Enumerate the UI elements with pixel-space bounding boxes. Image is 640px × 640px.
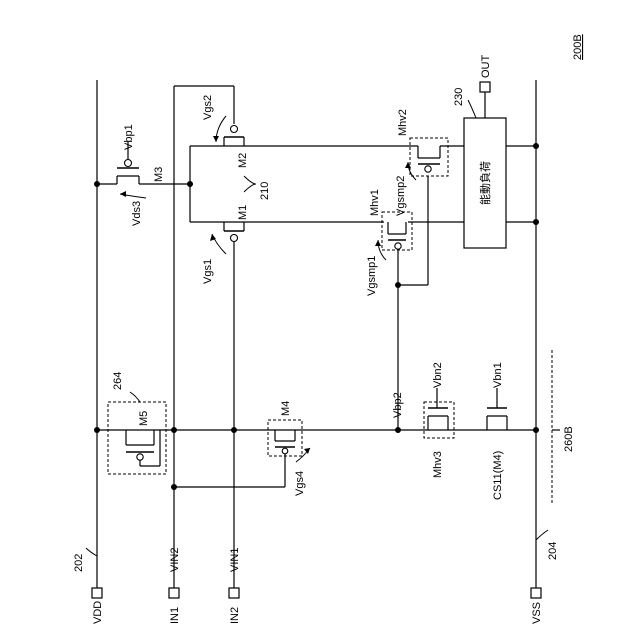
- m5-label: M5: [138, 411, 150, 426]
- ref-202: 202: [73, 554, 85, 572]
- in2-terminal-label: IN2: [229, 607, 241, 624]
- ref-230-leader: [468, 100, 476, 118]
- mhv1-gate-bubble: [395, 243, 401, 249]
- vss-terminal: [531, 588, 541, 598]
- ref-210: 210: [259, 182, 271, 200]
- m3-label: M3: [153, 167, 165, 182]
- vss-terminal-label: VSS: [531, 602, 543, 624]
- m5-dashed-box: [108, 402, 166, 474]
- vgsmp1-arrowhead: [375, 240, 381, 246]
- junction-dot: [171, 427, 177, 433]
- junction-dot: [533, 219, 539, 225]
- transistor-mhv3: [424, 402, 454, 438]
- mhv1-label: Mhv1: [369, 189, 381, 216]
- in1-terminal: [169, 588, 179, 598]
- ref-202-leader: [86, 548, 97, 556]
- transistor-m2: [224, 126, 244, 147]
- m2-gate-bubble: [231, 126, 238, 133]
- junction-dot: [231, 427, 237, 433]
- mhv2-label: Mhv2: [397, 109, 409, 136]
- out-terminal: [480, 82, 490, 92]
- vin1-label: VIN1: [229, 548, 241, 572]
- junction-dot: [171, 484, 177, 490]
- vds3-label: Vds3: [131, 201, 143, 226]
- junction-dot: [395, 427, 401, 433]
- figure-id: 200B: [572, 34, 584, 60]
- voltage-annotations: Vgs2 Vgs1 Vds3 Vgsmp1 Vgsmp2 Vgs4: [120, 95, 416, 496]
- junction-dot: [395, 282, 401, 288]
- junction-dot: [533, 427, 539, 433]
- vgsmp1-label: Vgsmp1: [366, 256, 378, 296]
- transistor-cs11: [487, 408, 507, 430]
- ref-260b: 260B: [563, 426, 575, 452]
- vgs2-arrowhead: [213, 136, 219, 142]
- transistor-mhv1: [382, 212, 412, 250]
- junction-dot: [94, 427, 100, 433]
- m1-label: M1: [237, 205, 249, 220]
- in2-terminal: [229, 588, 239, 598]
- vbn1-label: Vbn1: [492, 362, 504, 388]
- m2-label: M2: [237, 153, 249, 168]
- vgs1-label: Vgs1: [202, 259, 214, 284]
- ref-204-leader: [536, 530, 548, 540]
- transistor-m1: [224, 222, 244, 242]
- m4-gate-bubble: [282, 448, 288, 454]
- vgsmp2-label: Vgsmp2: [395, 176, 407, 216]
- transistor-m5: [108, 402, 166, 474]
- transistor-labels: M2 M1 M3 M5 M4 Mhv2 Mhv1 Mhv3 CS11(M4): [138, 109, 504, 500]
- ref-204: 204: [547, 542, 559, 560]
- transistor-mhv2: [410, 138, 448, 176]
- junction-dot: [94, 181, 100, 187]
- ref-264: 264: [112, 372, 124, 390]
- in1-terminal-label: IN1: [169, 607, 181, 624]
- m5-gate-bubble: [137, 454, 143, 460]
- ref-264-leader: [130, 392, 140, 402]
- transistor-m4: [268, 420, 302, 456]
- vds3-arrowhead: [120, 191, 126, 197]
- junction-dot: [187, 181, 193, 187]
- node-labels: VIN2 VIN1 Vbp1 Vbp2 Vbn2 Vbn1: [123, 124, 504, 572]
- ref-230: 230: [453, 88, 465, 106]
- vbp2-label: Vbp2: [392, 392, 404, 418]
- cs11-label: CS11(M4): [492, 451, 504, 500]
- active-load-block: 能動負荷: [464, 118, 506, 248]
- mhv3-label: Mhv3: [432, 451, 444, 478]
- vbp1-label: Vbp1: [123, 124, 135, 150]
- vgs2-label: Vgs2: [202, 95, 214, 120]
- vdd-terminal: [92, 588, 102, 598]
- active-load-label: 能動負荷: [478, 161, 492, 205]
- out-terminal-label: OUT: [480, 55, 492, 79]
- vdd-terminal-label: VDD: [92, 601, 104, 624]
- vgs4-arrowhead: [304, 448, 310, 454]
- vgs4-label: Vgs4: [294, 471, 306, 496]
- reference-numerals: 200B 202 204 210 230 264 260B: [73, 34, 584, 572]
- junction-dot: [533, 143, 539, 149]
- mhv2-gate-bubble: [425, 166, 431, 172]
- ref-210-brace: [244, 176, 256, 192]
- m3-gate-bubble: [125, 160, 132, 167]
- m4-label: M4: [280, 401, 292, 416]
- vin2-label: VIN2: [169, 548, 181, 572]
- vbn2-label: Vbn2: [432, 362, 444, 388]
- m1-gate-bubble: [231, 235, 238, 242]
